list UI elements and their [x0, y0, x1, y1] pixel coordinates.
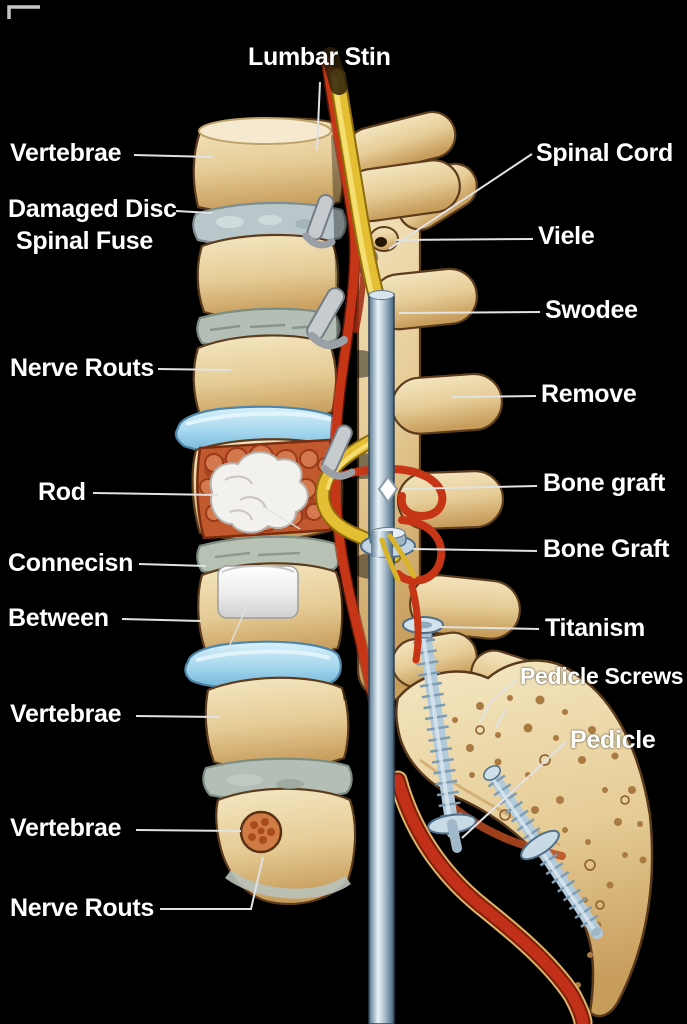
label-nerve-routs-1: Nerve Routs [10, 354, 154, 382]
leader-line [412, 548, 538, 552]
label-rod: Rod [38, 478, 86, 506]
label-bone-graft-2: Bone Graft [543, 535, 670, 563]
leader-line [135, 715, 220, 718]
spinal-rod [368, 290, 395, 1024]
endplate-top [198, 117, 332, 145]
vertebra-body [204, 676, 350, 771]
bone-graft-window [196, 438, 336, 540]
label-vertebrae-3: Vertebrae [10, 814, 122, 842]
disc-details [185, 215, 333, 789]
leader-line [316, 81, 321, 151]
label-spinal-cord: Spinal Cord [536, 139, 673, 167]
label-titanism: Titanism [545, 614, 645, 642]
label-swodee: Swodee [545, 296, 638, 324]
leader-line [395, 238, 534, 241]
body-shadow-edge [331, 134, 357, 701]
leader-line [439, 626, 540, 630]
leader-line [398, 311, 541, 314]
leader-line [461, 741, 567, 839]
label-between: Between [8, 604, 109, 632]
artery-loop [394, 516, 446, 585]
label-bone-graft-1: Bone graft [543, 469, 666, 497]
bone-graft-mass [209, 451, 309, 534]
sacral-artery [388, 770, 593, 1024]
label-vertebrae-2: Vertebrae [10, 700, 122, 728]
label-pedicle-screws: Pedicle Screws [520, 663, 684, 689]
pedicle-screw-2 [483, 765, 603, 939]
leader-line [121, 618, 202, 622]
label-viele: Viele [538, 222, 595, 250]
leader-line [133, 154, 214, 158]
leader-line [175, 210, 213, 214]
leader-line [92, 492, 219, 496]
leader-lines [92, 81, 567, 910]
surgical-hooks [302, 193, 356, 480]
leader-line [403, 485, 538, 490]
sacrum-speckle-rings [475, 725, 630, 910]
leader-line [495, 708, 507, 728]
leader-line [160, 856, 264, 910]
label-vertebrae-1: Vertebrae [10, 139, 122, 167]
leader-line [135, 829, 242, 832]
label-pedicle: Pedicle [570, 726, 656, 754]
cord-top-shadow [321, 47, 348, 95]
leader-line [451, 395, 537, 398]
nerve-root-bundle [239, 810, 283, 854]
label-remove: Remove [541, 380, 637, 408]
label-nerve-routs-2: Nerve Routs [10, 894, 154, 922]
bottom-cartilage [225, 869, 351, 899]
label-damaged-disc: Damaged Disc [8, 195, 177, 223]
interbody-spacer [217, 565, 299, 650]
spinal-cord [330, 69, 385, 309]
bone-graft-marker [377, 475, 399, 504]
leader-line [388, 153, 533, 250]
label-title-lumbar-stin: Lumbar Stin [248, 43, 391, 71]
leader-line [479, 678, 518, 723]
leader-line [138, 563, 207, 567]
rod-connector [360, 527, 417, 583]
label-connecisn: Connecisn [8, 549, 134, 577]
corner-mark-icon [7, 5, 40, 19]
leader-line [157, 368, 232, 371]
label-spinal-fuse: Spinal Fuse [16, 227, 154, 255]
